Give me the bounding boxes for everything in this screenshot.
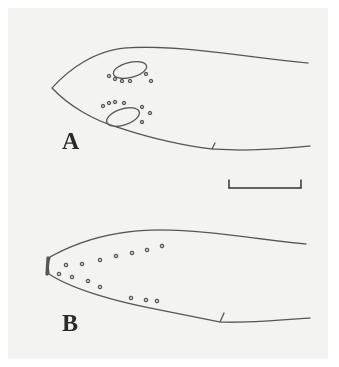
head-outline-ventral (48, 230, 310, 322)
panel-b-drawing (47, 230, 310, 322)
eye-upper (112, 59, 149, 82)
pores-lower (102, 101, 152, 124)
head-outline-dorsal (52, 47, 310, 150)
panel-label-a: A (62, 130, 79, 154)
mouth-line-dorsal (212, 143, 215, 149)
panel-a-drawing (52, 47, 310, 150)
eye-lower (104, 104, 141, 130)
pores-ventral (57, 244, 163, 302)
snout-tip-ventral (47, 258, 48, 274)
scale-bar (229, 180, 301, 188)
panel-label-b: B (62, 312, 78, 336)
mouth-line-ventral (220, 313, 224, 322)
